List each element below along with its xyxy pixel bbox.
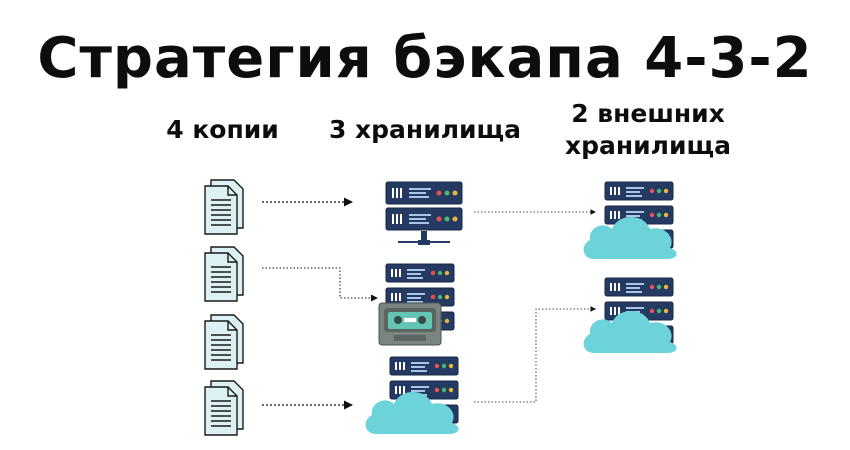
column-header-copies: 4 копии	[166, 115, 279, 144]
column-header-external-line2: хранилища	[564, 131, 731, 160]
column-header-external-line1: 2 внешних	[571, 99, 725, 128]
tape-cassette-icon	[378, 302, 442, 346]
document-icon	[204, 314, 244, 370]
column-header-storages: 3 хранилища	[328, 115, 522, 144]
page-title: Стратегия бэкапа 4-3-2	[37, 26, 813, 91]
arrow-copy-2	[262, 267, 378, 302]
network-server-icon	[385, 181, 463, 245]
arrow-external-2	[474, 306, 596, 403]
document-icon	[204, 380, 244, 436]
document-icon	[204, 179, 244, 235]
column-header-external: 2 внешних хранилища	[548, 98, 748, 162]
document-icon	[204, 246, 244, 302]
